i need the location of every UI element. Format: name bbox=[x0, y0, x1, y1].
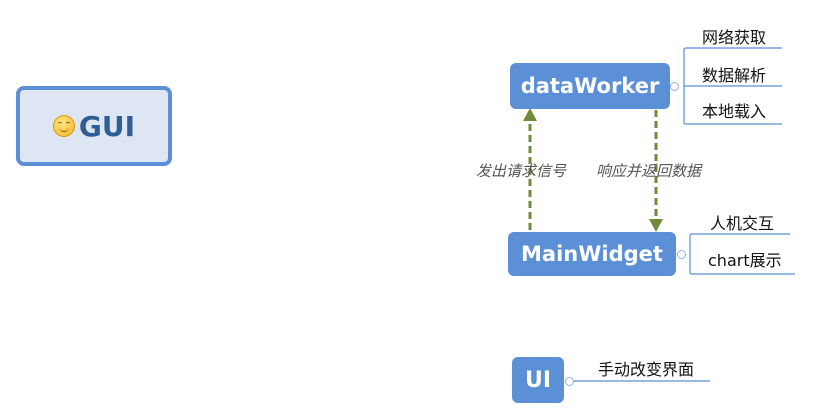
ui-collapse-toggle[interactable] bbox=[565, 377, 574, 386]
ui-child-1[interactable]: 手动改变界面 bbox=[598, 360, 695, 379]
mainwidget-node[interactable]: MainWidget bbox=[508, 232, 676, 276]
mainwidget-label: MainWidget bbox=[521, 242, 663, 266]
smiley-icon bbox=[52, 115, 75, 137]
dataworker-collapse-toggle[interactable] bbox=[670, 82, 679, 91]
dataworker-child-3[interactable]: 本地载入 bbox=[702, 102, 767, 121]
mainwidget-collapse-toggle[interactable] bbox=[677, 250, 686, 259]
root-label: GUI bbox=[78, 109, 136, 143]
ui-node[interactable]: UI bbox=[512, 357, 564, 403]
dataworker-child-1[interactable]: 网络获取 bbox=[702, 28, 767, 47]
response-arrow-head bbox=[649, 219, 663, 232]
root-node[interactable]: GUI bbox=[16, 86, 172, 166]
dataworker-node[interactable]: dataWorker bbox=[510, 63, 670, 109]
mainwidget-child-1[interactable]: 人机交互 bbox=[710, 214, 775, 233]
ui-label: UI bbox=[524, 367, 552, 393]
response-data-label: 响应并返回数据 bbox=[596, 162, 702, 180]
request-signal-label: 发出请求信号 bbox=[476, 162, 567, 180]
request-arrow-head bbox=[523, 108, 537, 121]
mainwidget-child-2[interactable]: chart展示 bbox=[708, 251, 782, 270]
dataworker-label: dataWorker bbox=[520, 74, 660, 98]
mainwidget-branch-lines bbox=[689, 233, 795, 275]
dataworker-child-2[interactable]: 数据解析 bbox=[702, 66, 767, 85]
dataworker-branch-lines bbox=[683, 47, 782, 125]
